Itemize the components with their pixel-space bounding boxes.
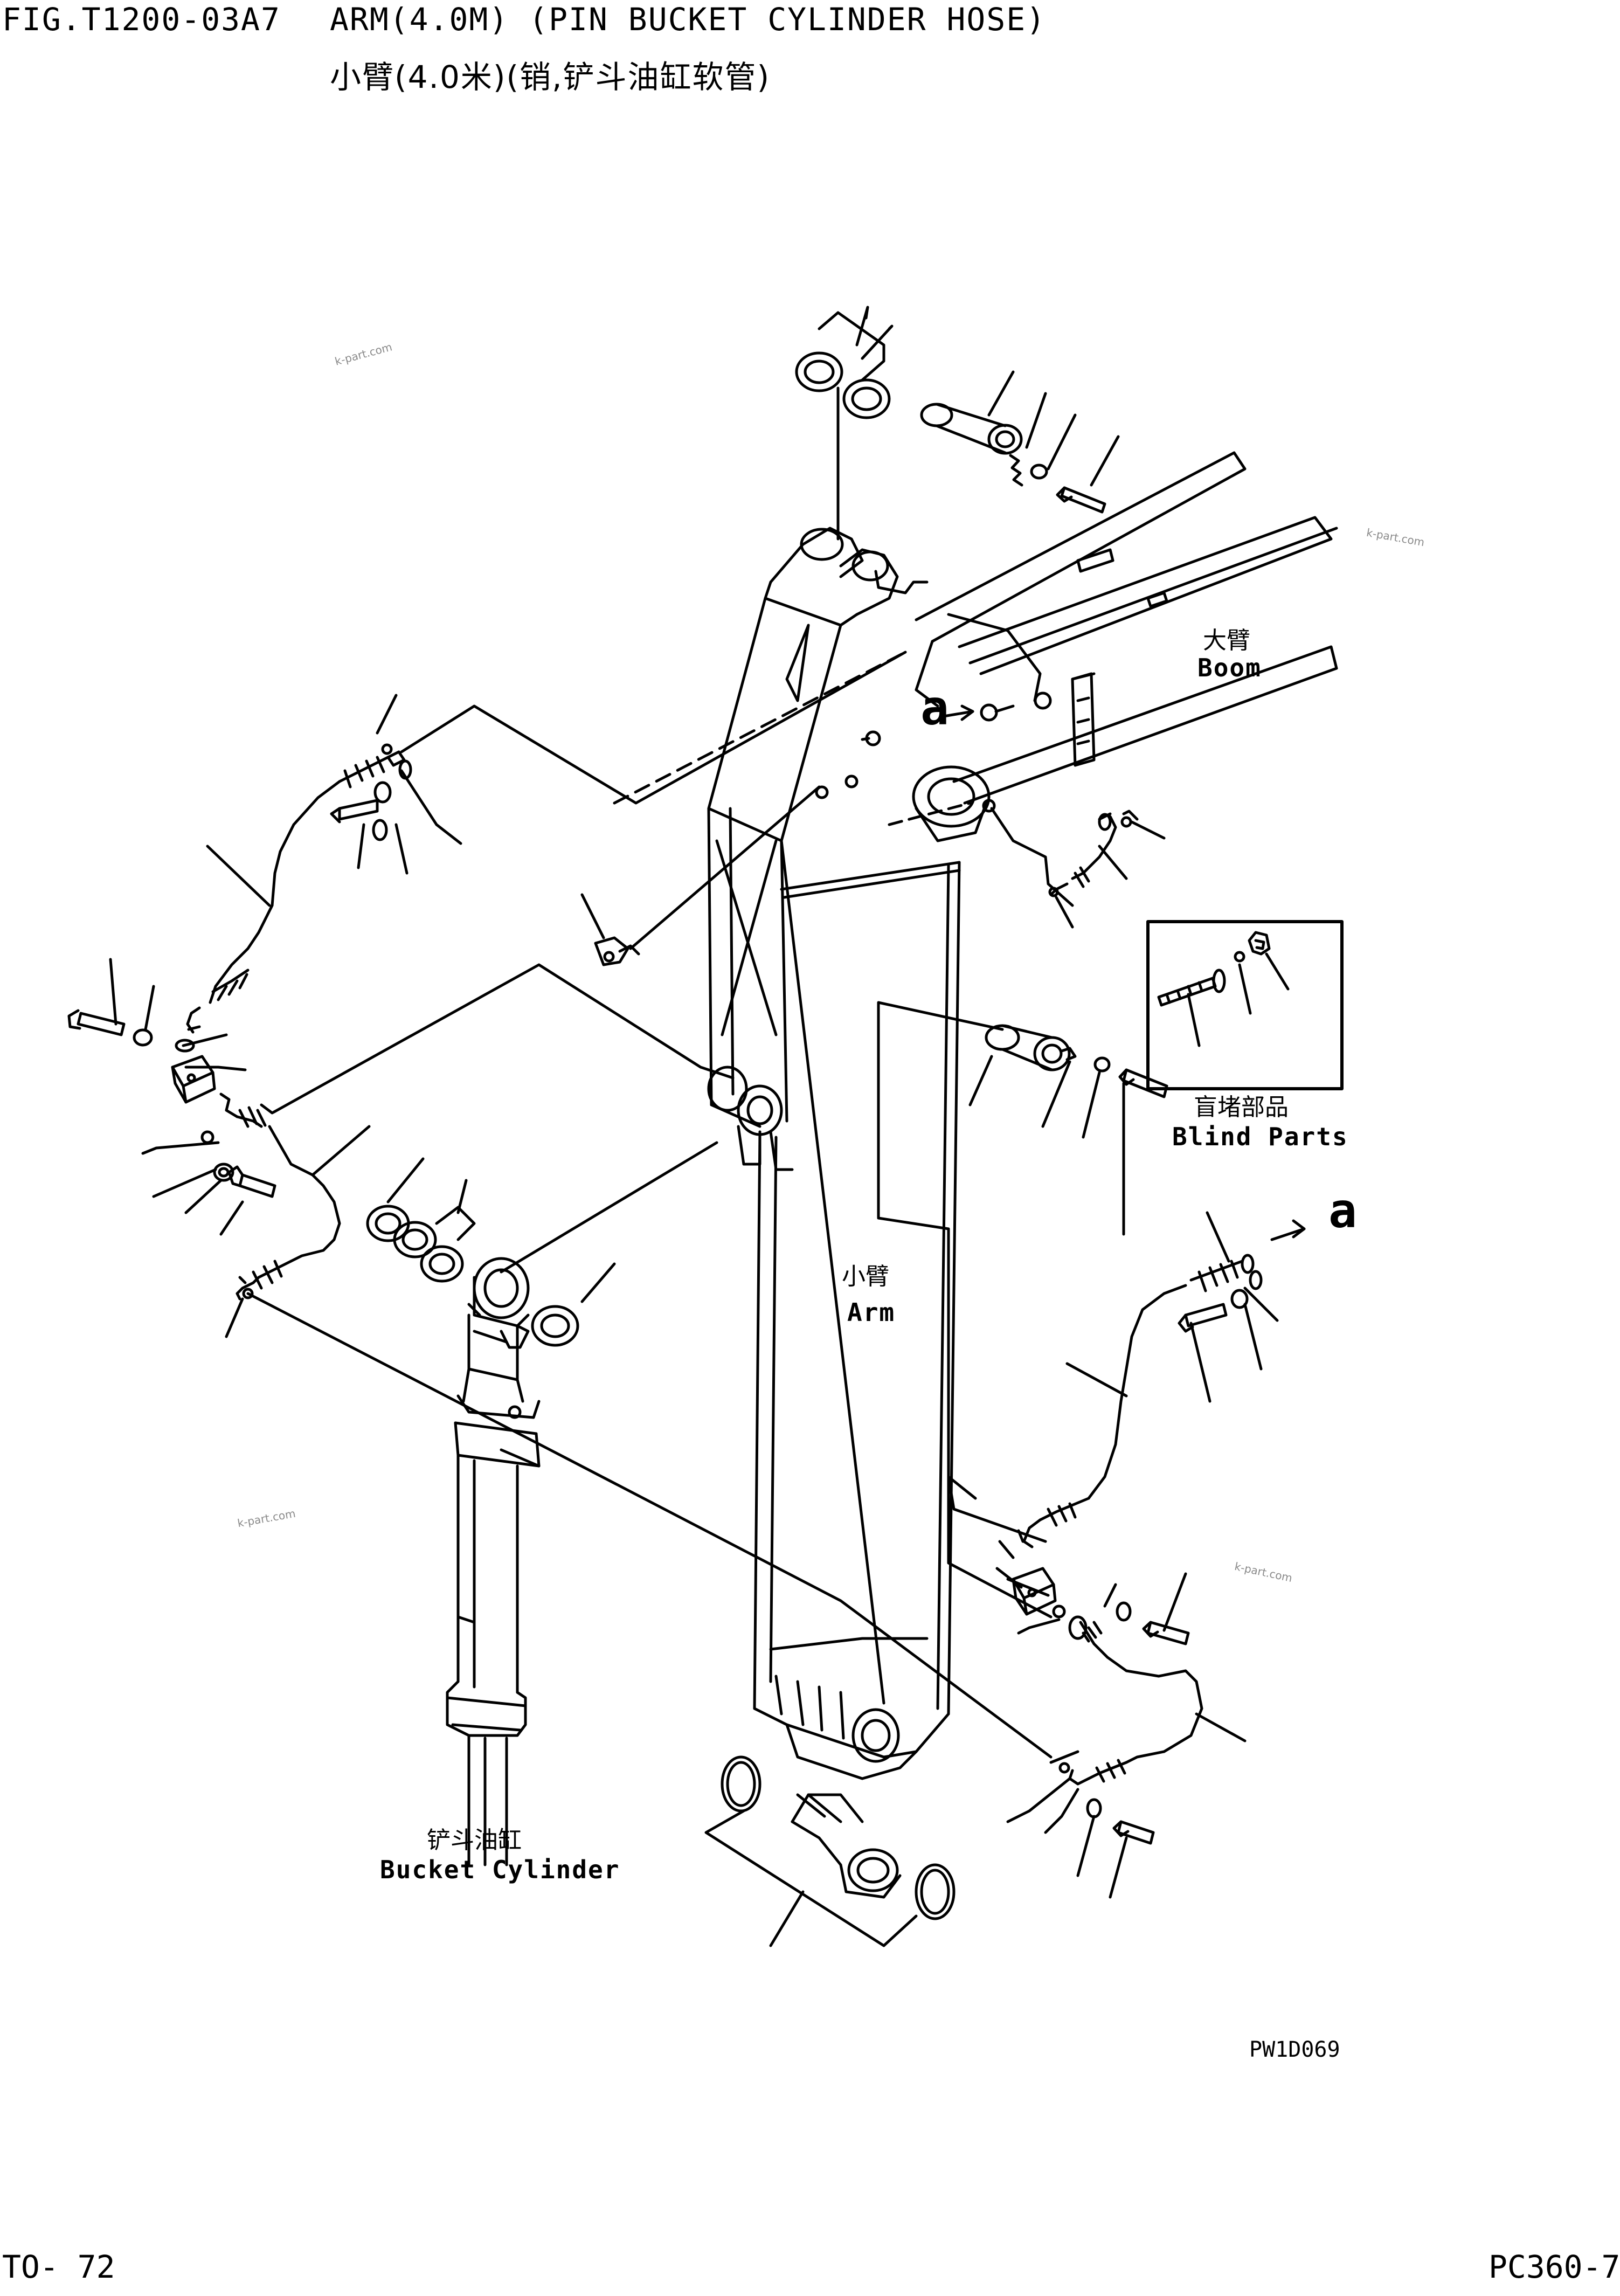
top-pin-assembly xyxy=(795,306,1120,594)
boom-label-cn: 大臂 xyxy=(1203,627,1250,654)
drawing-code: PW1D069 xyxy=(1249,2037,1340,2062)
blind-parts-label-en: Blind Parts xyxy=(1172,1122,1348,1151)
callout-a-right: a xyxy=(1328,1183,1357,1239)
bottom-o-rings xyxy=(704,1755,956,1947)
bucket-cylinder-label-en: Bucket Cylinder xyxy=(380,1855,620,1884)
blind-parts-box xyxy=(1146,920,1344,1090)
left-lower-hose xyxy=(141,963,735,1338)
arm-structure xyxy=(707,527,961,1899)
right-hose xyxy=(947,1211,1306,1899)
blind-parts-label-cn: 盲堵部品 xyxy=(1194,1094,1289,1121)
arm-label-en: Arm xyxy=(847,1298,896,1327)
model-code: PC360-7 xyxy=(1489,2249,1620,2285)
boom-structure xyxy=(912,451,1338,842)
boom-side-hose xyxy=(580,703,1166,966)
arm-pin-right xyxy=(877,801,1168,1619)
bucket-cylinder-label-cn: 铲斗油缸 xyxy=(427,1827,522,1854)
figure-code: FIG.T1200-03A7 xyxy=(2,1,281,38)
callout-a-top: a xyxy=(920,680,949,736)
figure-title-cn: 小臂(4.0米)(销,铲斗油缸软管) xyxy=(330,59,771,95)
arm-label-cn: 小臂 xyxy=(842,1263,889,1290)
left-upper-hose xyxy=(67,651,907,1104)
figure-title-en: ARM(4.0M) (PIN BUCKET CYLINDER HOSE) xyxy=(330,1,1047,38)
boom-label-en: Boom xyxy=(1197,653,1262,682)
page-number: TO- 72 xyxy=(2,2249,115,2285)
bucket-cylinder xyxy=(246,1141,1053,1866)
